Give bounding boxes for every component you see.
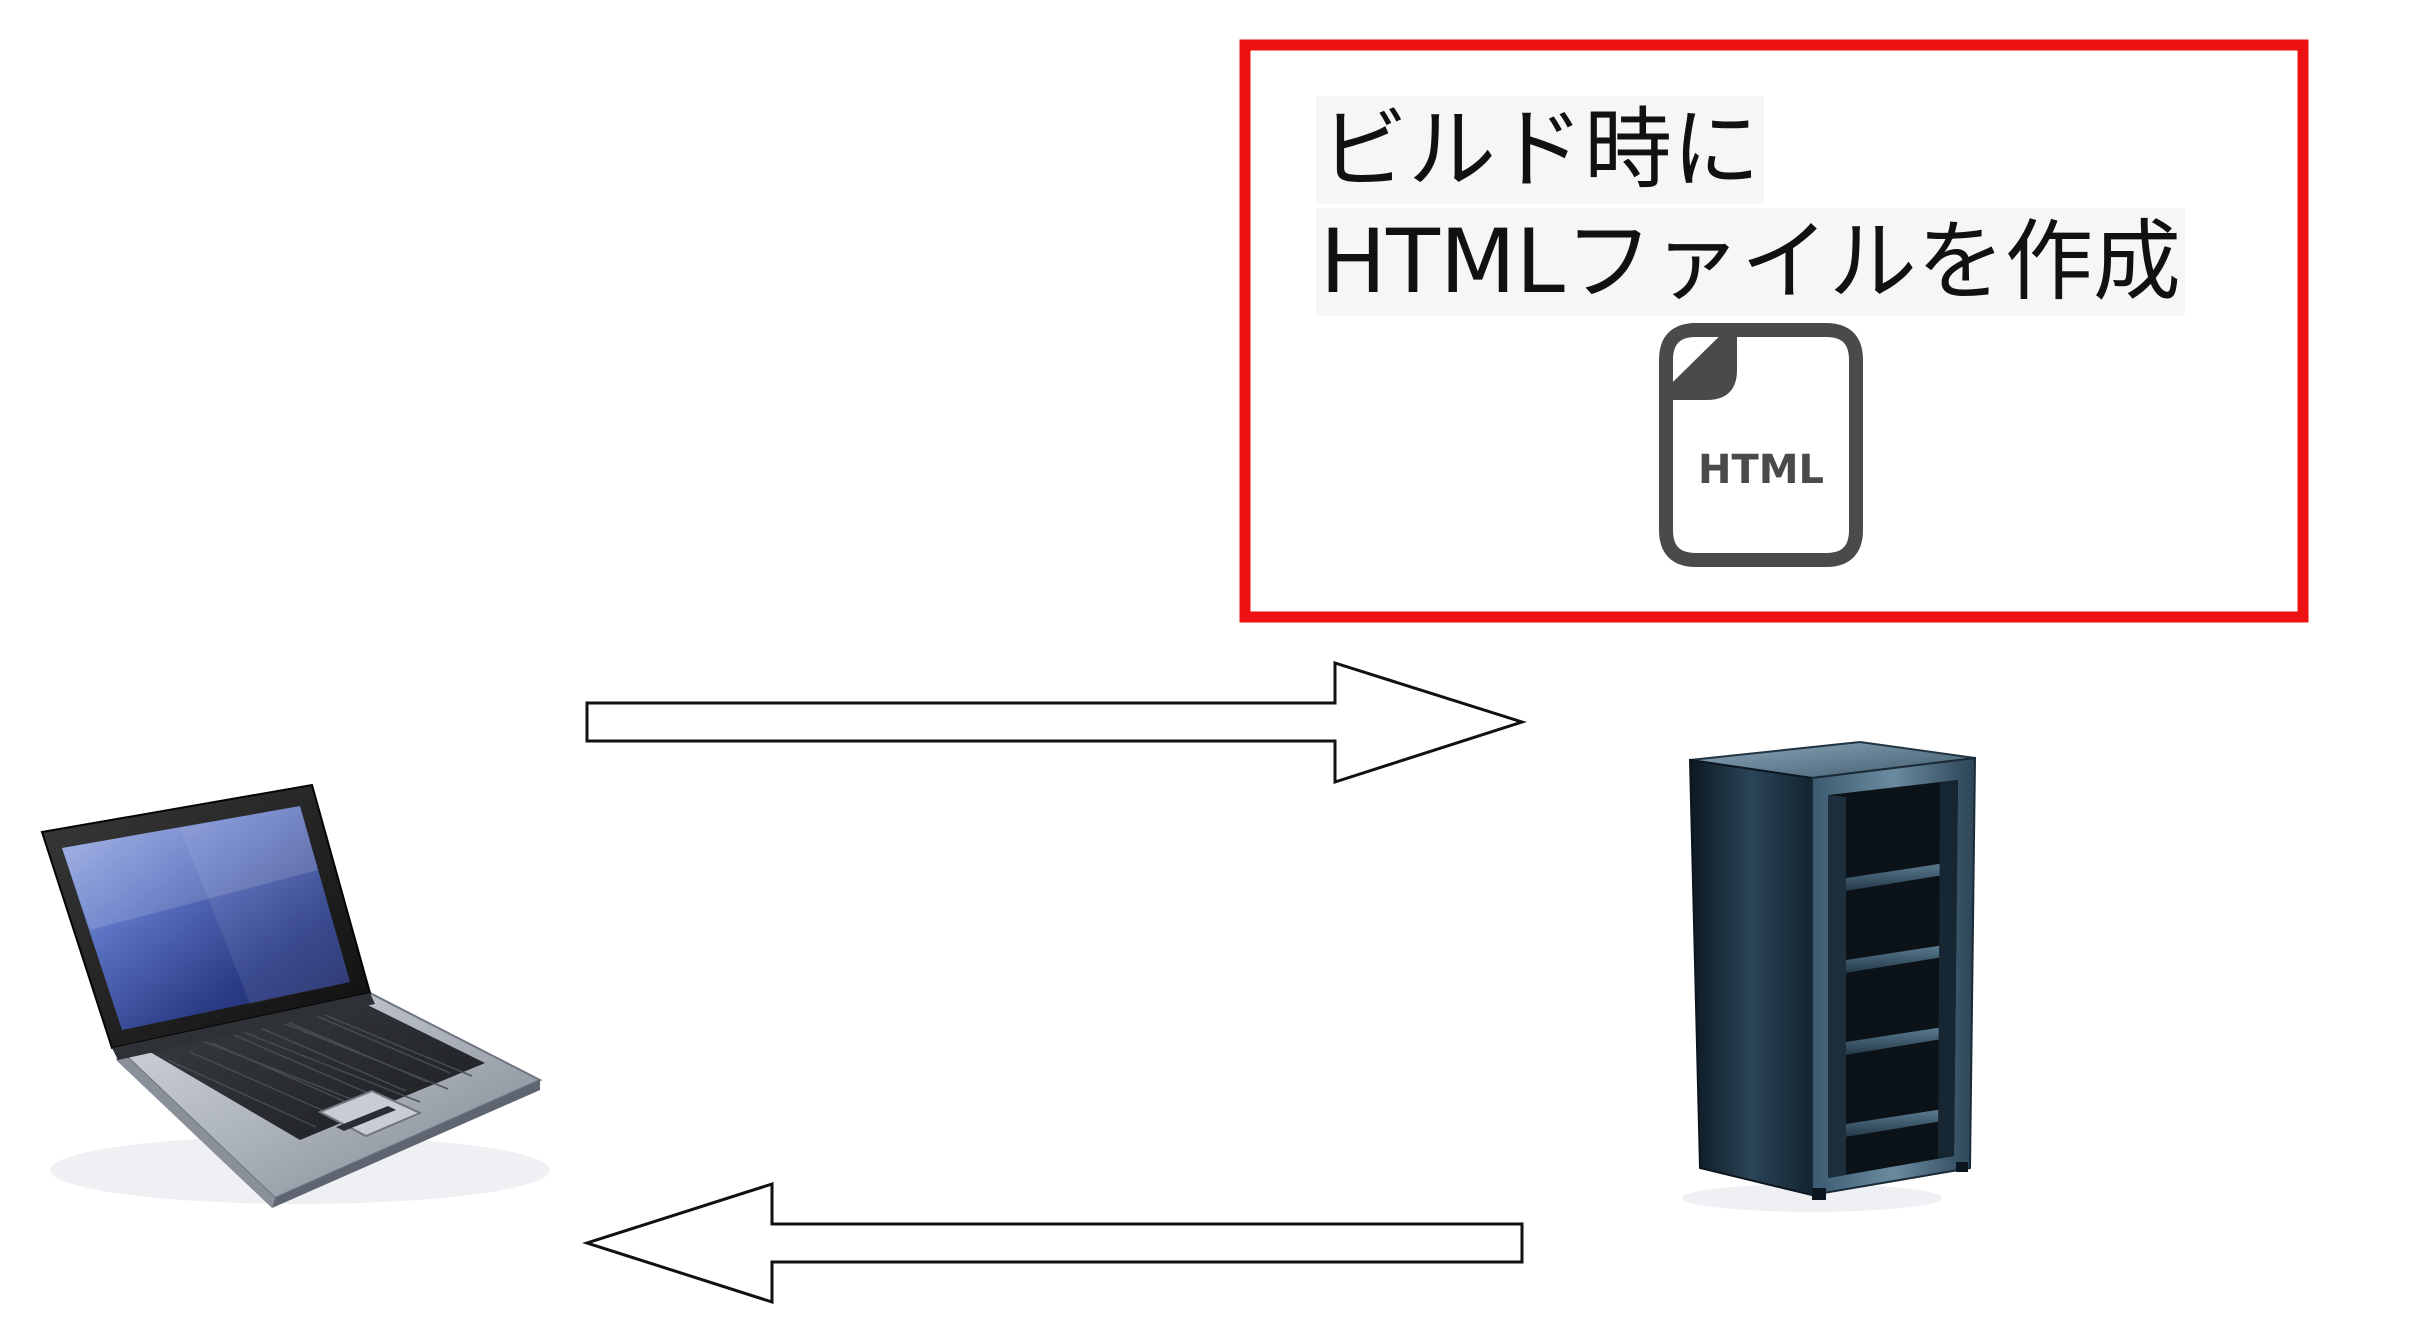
server-rack-icon: [1682, 740, 1977, 1212]
left-arrow-icon: [582, 1181, 1524, 1305]
laptop-icon: [40, 783, 550, 1208]
callout-box: [1239, 39, 2309, 623]
right-arrow-icon: [585, 660, 1527, 785]
html-file-label: HTML: [1698, 447, 1824, 493]
html-file-icon: HTML: [1659, 323, 1863, 567]
callout-text-line-1: ビルド時に: [1316, 96, 1765, 204]
callout-text-line-2: HTMLファイルを作成: [1316, 208, 2185, 316]
